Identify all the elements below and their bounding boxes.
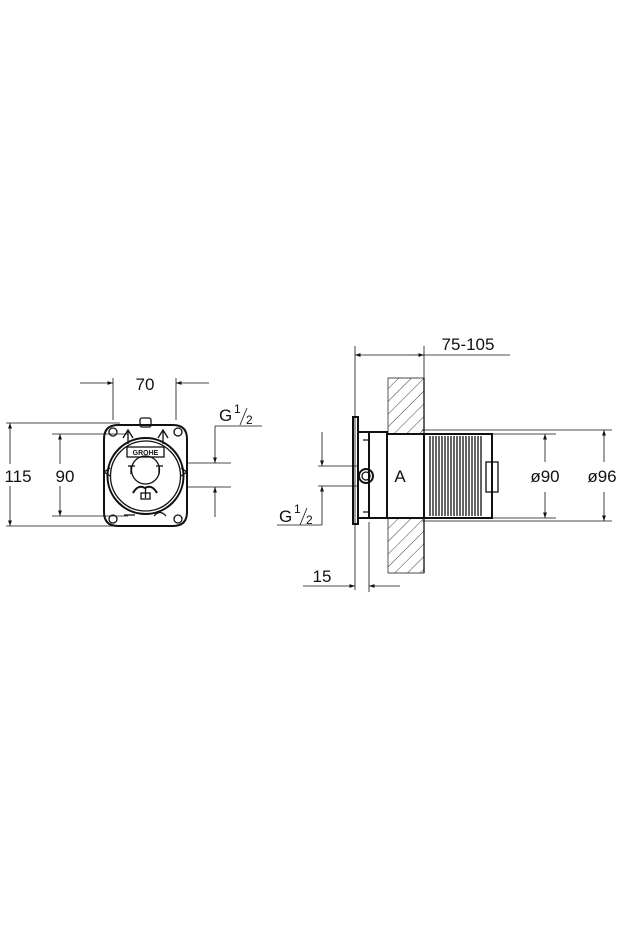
- front-view: 70 115 90 G 1 2: [2, 375, 262, 527]
- thread-num-side: 1: [294, 502, 301, 516]
- thread-callout-front: G 1 2: [186, 402, 262, 517]
- dim-width-70: 70: [80, 375, 209, 420]
- side-body: A: [352, 416, 499, 525]
- thread-num-front: 1: [234, 402, 241, 416]
- brand-logo: GROHE: [133, 450, 159, 457]
- dim-height-90: 90: [50, 433, 128, 517]
- dim-dia-outer-label: ø96: [587, 467, 616, 486]
- thread-den-side: 2: [306, 513, 313, 527]
- thread-prefix-front: G: [219, 406, 232, 425]
- marker-label: A: [394, 467, 406, 486]
- dim-height-outer-label: 115: [4, 467, 31, 486]
- front-mounting-body: GROHE: [102, 417, 189, 527]
- dim-depth-75-105: 75-105: [354, 335, 510, 590]
- thread-den-front: 2: [246, 413, 253, 427]
- dim-offset-label: 15: [313, 567, 332, 586]
- dim-diameters: ø90 ø96: [422, 429, 617, 522]
- dim-height-115: 115: [2, 422, 120, 527]
- thread-callout-side: G 1 2: [277, 432, 358, 527]
- dim-depth-label: 75-105: [442, 335, 495, 354]
- dim-dia-inner-label: ø90: [530, 467, 559, 486]
- thread-prefix-side: G: [279, 507, 292, 526]
- dim-height-inner-label: 90: [56, 467, 75, 486]
- dim-offset-15: 15: [303, 522, 400, 592]
- dim-width-label: 70: [136, 375, 155, 394]
- side-view: 75-105 A: [277, 335, 617, 592]
